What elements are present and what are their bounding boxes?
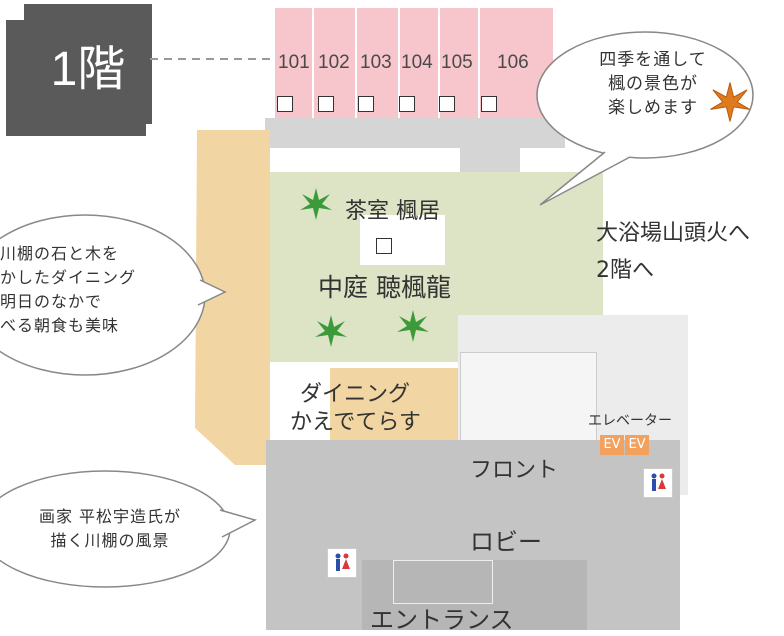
floor-leader-line [150,58,275,60]
bubble-maple-shape [536,31,754,206]
garden-leaf-icon [315,315,347,347]
garden-inner [360,215,445,265]
elevator-label: エレベーター [588,413,672,429]
stairs-to-2f-label[interactable]: 2階へ [596,258,654,283]
garden-leaf-icon [397,310,429,342]
bubble-maple-text: 四季を通して 楓の景色が 楽しめます [568,48,738,120]
bubble-dining-line: 明日のなかで [0,292,103,311]
bubble-dining-line: べる朝食も美味 [0,316,120,335]
dining-area [195,130,460,465]
dining-label-line2[interactable]: かえでてらす [290,410,421,435]
floor-badge: 1階 [24,4,152,124]
elevator-left[interactable]: EV [600,435,624,455]
room-marker [481,96,497,112]
restroom-icon[interactable] [643,468,673,498]
elevator-right[interactable]: EV [625,435,649,455]
bath-label[interactable]: 大浴場山頭火へ [596,221,751,246]
room-103[interactable]: 103 [360,52,392,73]
room-105[interactable]: 105 [441,52,473,73]
tea-room-label[interactable]: 茶室 楓居 [345,199,440,224]
room-106[interactable]: 106 [497,52,529,73]
bubble-maple-line: 楽しめます [608,98,698,118]
room-102[interactable]: 102 [318,52,350,73]
bubble-painting-shape [0,470,258,588]
bubble-maple-line: 楓の景色が [608,74,698,94]
lobby-label[interactable]: ロビー [470,528,542,556]
front-label[interactable]: フロント [470,458,559,483]
bubble-painting-line: 描く川棚の風景 [50,531,170,550]
room-104[interactable]: 104 [401,52,433,73]
bubble-dining-line: 川棚の石と木を [0,244,120,263]
bubble-dining-line: かしたダイニング [0,268,137,287]
garden-label[interactable]: 中庭 聴楓龍 [318,273,451,302]
entrance-doormat [393,560,493,604]
room-101[interactable]: 101 [278,52,310,73]
room-marker [399,96,415,112]
bubble-painting-text: 画家 平松宇造氏が 描く川棚の風景 [0,505,220,553]
maple-leaf-icon [710,82,750,122]
room-marker [277,96,293,112]
bubble-dining-text: 川棚の石と木を かしたダイニング 明日のなかで べる朝食も美味 [0,242,185,338]
floor-label: 1階 [50,43,126,96]
bubble-dining-shape [0,214,227,376]
garden-marker [376,238,392,254]
bubble-painting-line: 画家 平松宇造氏が [38,507,182,526]
entrance-label[interactable]: エントランス [370,606,514,634]
restroom-icon[interactable] [327,548,357,578]
room-marker [318,96,334,112]
entrance-area [362,560,587,630]
garden-leaf-icon [300,188,332,220]
dining-label-line1[interactable]: ダイニング [300,382,411,407]
room-marker [358,96,374,112]
bubble-maple-line: 四季を通して [599,50,707,70]
room-marker [439,96,455,112]
